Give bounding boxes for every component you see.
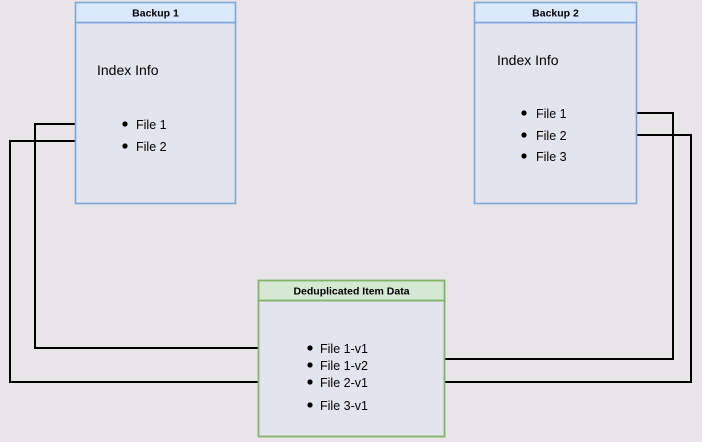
- box-backup-1[interactable]: Backup 1 Index Info File 1 File 2: [74, 1, 237, 205]
- backup-1-bullet-1: [122, 143, 128, 149]
- connector-b2-file2-to-file2v1: [398, 134, 692, 383]
- backup-2-bullet-2: [521, 153, 527, 159]
- backup-2-body: [473, 21, 638, 205]
- dedup-title: Deduplicated Item Data: [293, 286, 409, 298]
- backup-2-title: Backup 2: [532, 8, 579, 20]
- dedup-bullet-1: [307, 362, 313, 368]
- dedup-item-0: File 1-v1: [320, 342, 368, 356]
- dedup-bullet-3: [307, 402, 313, 408]
- dedup-body: [257, 299, 446, 438]
- dedup-item-2: File 2-v1: [320, 376, 368, 390]
- box-backup-2[interactable]: Backup 2 Index Info File 1 File 2 File 3: [473, 1, 638, 205]
- backup-1-header: [74, 1, 237, 24]
- dedup-bullet-0: [307, 345, 313, 351]
- backup-2-item-2: File 3: [536, 150, 567, 164]
- backup-1-item-1: File 2: [136, 140, 167, 154]
- backup-2-item-0: File 1: [536, 107, 567, 121]
- dedup-item-3: File 3-v1: [320, 399, 368, 413]
- backup-2-header: [473, 1, 638, 24]
- backup-2-heading: Index Info: [497, 52, 559, 68]
- dedup-bullet-2: [307, 379, 313, 385]
- backup-1-body: [74, 21, 237, 205]
- backup-1-title: Backup 1: [132, 8, 179, 20]
- connector-b1-file1-to-file1v1: [34, 123, 297, 349]
- connector-b1-file2-to-file2v1: [9, 140, 297, 383]
- backup-2-item-1: File 2: [536, 129, 567, 143]
- dedup-item-1: File 1-v2: [320, 359, 368, 373]
- box-deduplicated-item-data[interactable]: Deduplicated Item Data File 1-v1 File 1-…: [257, 279, 446, 438]
- backup-2-bullet-0: [521, 110, 527, 116]
- backup-1-heading: Index Info: [97, 62, 159, 78]
- backup-1-item-0: File 1: [136, 118, 167, 132]
- backup-1-bullet-0: [122, 121, 128, 127]
- dedup-header: [257, 279, 446, 302]
- backup-2-bullet-1: [521, 132, 527, 138]
